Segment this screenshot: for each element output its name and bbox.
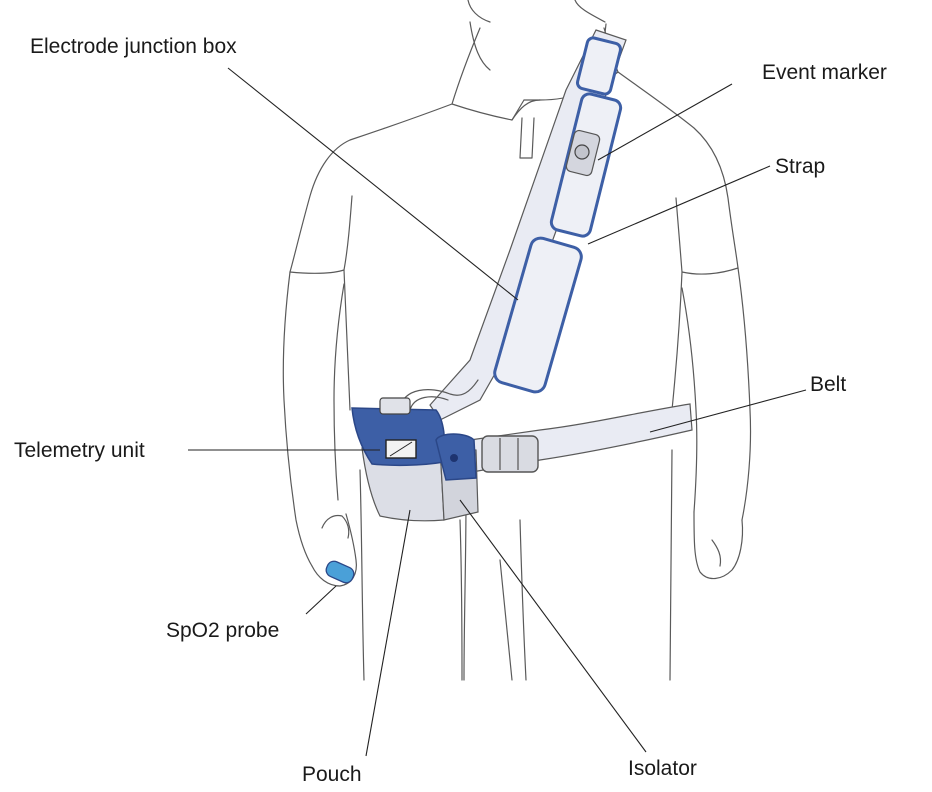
telemetry-unit-drawing <box>352 398 445 465</box>
label-belt: Belt <box>810 374 846 395</box>
leader-pouch <box>366 510 410 756</box>
label-event-marker: Event marker <box>762 62 887 83</box>
label-isolator: Isolator <box>628 758 697 779</box>
label-electrode-junction-box: Electrode junction box <box>30 36 237 57</box>
label-spo2-probe: SpO2 probe <box>166 620 279 641</box>
label-strap: Strap <box>775 156 825 177</box>
spo2-probe-drawing <box>324 559 356 585</box>
leader-lines <box>188 68 806 756</box>
leader-isolator <box>460 500 646 752</box>
leader-electrode-junction-box <box>228 68 518 300</box>
leader-spo2-probe <box>306 586 336 614</box>
label-telemetry-unit: Telemetry unit <box>14 440 145 461</box>
belt-drawing <box>470 404 692 472</box>
label-pouch: Pouch <box>302 764 362 785</box>
